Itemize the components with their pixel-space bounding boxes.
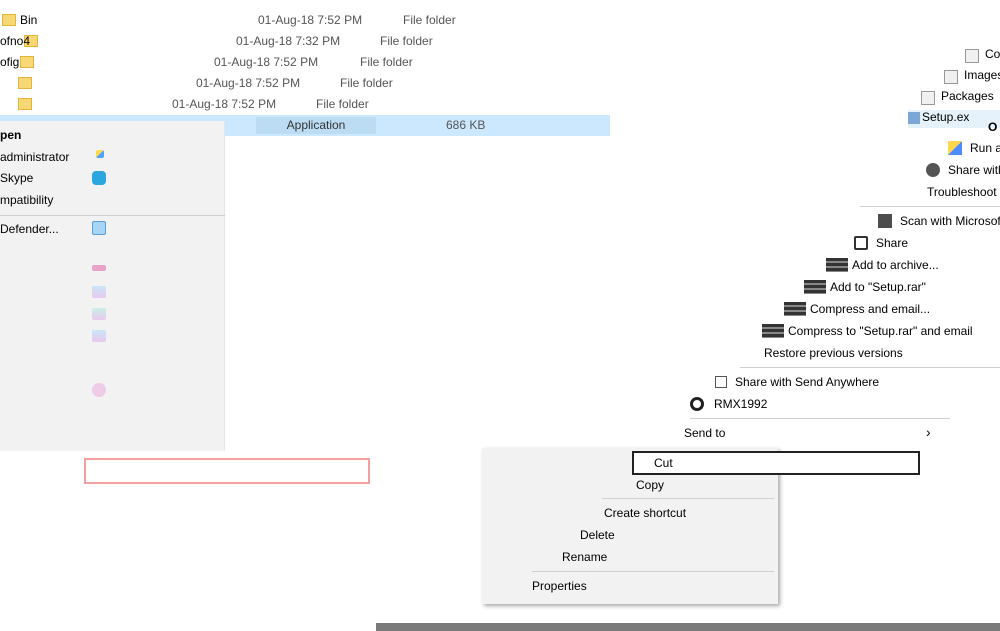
file-name: ofno4 [0,34,31,48]
file-row[interactable]: ofig 01-Aug-18 7:52 PM File folder [0,52,610,72]
menu-item-run-admin[interactable]: administrator [0,150,70,164]
send-anywhere-icon [715,376,727,388]
folder-icon [20,56,34,68]
share-icon [854,236,868,250]
file-name[interactable]: Setup.ex [908,110,1000,128]
setup-icon [908,112,920,124]
folder-icon [965,49,979,63]
file-row[interactable]: ofno4 01-Aug-18 7:32 PM File folder [0,31,610,51]
file-date: 01-Aug-18 7:52 PM [258,13,363,27]
menu-item-properties[interactable]: Properties [532,579,587,593]
winrar-icon [92,286,106,298]
menu-item-cut-label: Cut [654,456,673,470]
menu-item-scan[interactable]: Scan with Microsof [878,214,1000,228]
file-type: File folder [403,13,456,27]
file-name[interactable]: Packages [921,89,994,105]
folder-icon [18,77,32,89]
winrar-icon [762,324,784,338]
file-type: File folder [360,55,413,69]
menu-item-add-archive[interactable]: Add to archive... [826,258,939,272]
file-date: 01-Aug-18 7:52 PM [196,76,301,90]
skype-icon [92,171,106,185]
winrar-icon [784,302,806,316]
menu-item-send-anywhere[interactable]: Share with Send Anywhere [715,375,879,389]
menu-separator [690,418,950,419]
phone-icon [690,397,704,411]
file-row[interactable]: 01-Aug-18 7:52 PM File folder [0,94,610,114]
menu-item-troubleshoot[interactable]: Troubleshoot c [927,185,1000,199]
menu-item-compress-rar-email[interactable]: Compress to "Setup.rar" and email [762,324,973,338]
shield-icon [948,141,962,155]
file-date: 01-Aug-18 7:52 PM [214,55,319,69]
context-menu-ghost-left: pen administrator Skype mpatibility Defe… [0,121,225,451]
menu-separator [602,498,774,499]
file-name[interactable]: Co [965,47,1000,63]
chevron-right-icon: › [926,424,931,440]
folder-icon [24,35,38,47]
winrar-icon [804,280,826,294]
file-date: 01-Aug-18 7:32 PM [236,34,341,48]
menu-item-rmx[interactable]: RMX1992 [690,397,767,411]
folder-icon [944,70,958,84]
rename-input[interactable] [84,458,370,484]
menu-item-send-to[interactable]: Send to [684,426,726,440]
menu-item-copy[interactable]: Copy [636,478,665,492]
menu-item-share-with[interactable]: Share with [926,163,1000,177]
file-name: ofig [0,55,20,69]
menu-separator [860,206,1000,207]
file-type: Application [256,117,376,134]
menu-item-cut[interactable]: Cut [632,451,920,475]
folder-icon [18,98,32,110]
file-size: 686 KB [446,118,486,132]
defender-icon [878,214,892,228]
menu-item-add-rar[interactable]: Add to "Setup.rar" [804,280,926,294]
file-name: Bin [20,13,38,27]
file-row[interactable]: Bin 01-Aug-18 7:52 PM File folder [0,10,610,30]
menu-item-restore[interactable]: Restore previous versions [764,346,903,360]
menu-item-rename[interactable]: Rename [562,550,608,564]
menu-item-run-as[interactable]: Run a [948,141,1000,155]
menu-separator [740,367,1000,368]
file-name[interactable]: Images [944,68,1000,84]
menu-item-open[interactable]: O [988,120,998,134]
winrar-icon [92,308,106,320]
send-anywhere-icon [92,383,106,397]
file-date: 01-Aug-18 7:52 PM [172,97,277,111]
menu-item-compress-email[interactable]: Compress and email... [784,302,930,316]
folder-icon [2,14,16,26]
file-type: File folder [380,34,433,48]
menu-item-open[interactable]: pen [0,128,22,142]
winrar-icon [92,265,106,271]
winrar-icon [826,258,848,272]
menu-item-skype[interactable]: Skype [0,171,34,185]
share-with-icon [926,163,940,177]
menu-item-defender[interactable]: Defender... [0,222,59,236]
file-type: File folder [316,97,369,111]
folder-icon [921,91,935,105]
menu-item-delete[interactable]: Delete [580,528,615,542]
menu-item-create-shortcut[interactable]: Create shortcut [604,506,687,520]
defender-icon [92,221,106,235]
shield-icon [96,150,104,158]
menu-item-share[interactable]: Share [854,236,908,250]
menu-separator [532,571,774,572]
file-type: File folder [340,76,393,90]
winrar-icon [92,330,106,342]
menu-item-compatibility[interactable]: mpatibility [0,193,54,207]
taskbar-edge [376,623,1000,631]
menu-separator [0,215,225,216]
file-row[interactable]: 01-Aug-18 7:52 PM File folder [0,73,610,93]
